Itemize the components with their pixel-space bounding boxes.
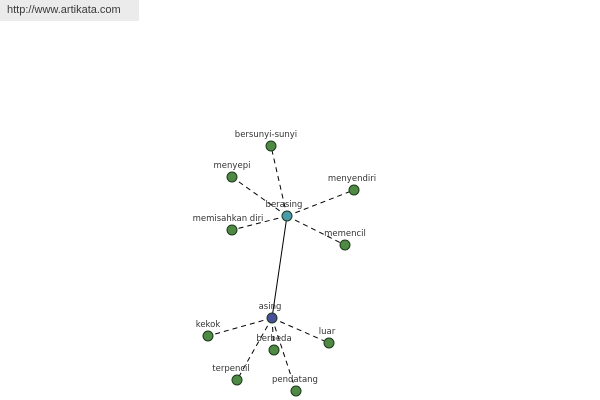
node-label-menyendiri[interactable]: menyendiri: [328, 174, 376, 184]
node-luar[interactable]: [323, 337, 335, 349]
nodes-layer: [202, 140, 360, 397]
edge-asing-berasing: [271, 215, 288, 319]
node-label-asing[interactable]: asing: [259, 302, 282, 312]
edge-berasing-memencil: [286, 215, 346, 246]
edge-berasing-menyepi: [231, 176, 288, 217]
node-asing[interactable]: [266, 312, 278, 324]
node-label-berbeda[interactable]: berbeda: [256, 334, 291, 344]
node-label-luar[interactable]: luar: [319, 327, 336, 337]
edges-layer: [207, 145, 355, 392]
node-label-terpencil[interactable]: terpencil: [212, 364, 249, 374]
edge-berasing-menyendiri: [286, 189, 355, 217]
node-terpencil[interactable]: [231, 374, 243, 386]
node-memencil[interactable]: [339, 239, 351, 251]
edge-berasing-bersunyi-sunyi: [270, 145, 288, 217]
node-label-bersunyi-sunyi[interactable]: bersunyi-sunyi: [235, 130, 297, 140]
node-menyepi[interactable]: [226, 171, 238, 183]
node-bersunyi-sunyi[interactable]: [265, 140, 277, 152]
edge-berasing-memisahkan-diri: [231, 215, 288, 231]
node-label-memencil[interactable]: memencil: [324, 229, 366, 239]
node-berasing[interactable]: [281, 210, 293, 222]
edge-asing-terpencil: [236, 317, 273, 381]
node-kekok[interactable]: [202, 330, 214, 342]
node-label-berasing[interactable]: berasing: [266, 200, 303, 210]
edge-asing-pendatang: [271, 317, 297, 392]
node-pendatang[interactable]: [290, 385, 302, 397]
node-label-menyepi[interactable]: menyepi: [214, 161, 251, 171]
node-label-pendatang[interactable]: pendatang: [272, 375, 318, 385]
node-menyendiri[interactable]: [348, 184, 360, 196]
node-berbeda[interactable]: [268, 344, 280, 356]
node-memisahkan-diri[interactable]: [226, 224, 238, 236]
node-label-kekok[interactable]: kekok: [196, 320, 221, 330]
labels-layer: bersunyi-sunyimenyepimenyendiriberasingm…: [193, 130, 377, 385]
edge-asing-luar: [271, 317, 330, 344]
edge-asing-kekok: [207, 317, 273, 337]
source-url[interactable]: http://www.artikata.com: [0, 0, 139, 21]
node-label-memisahkan-diri[interactable]: memisahkan diri: [193, 214, 264, 224]
